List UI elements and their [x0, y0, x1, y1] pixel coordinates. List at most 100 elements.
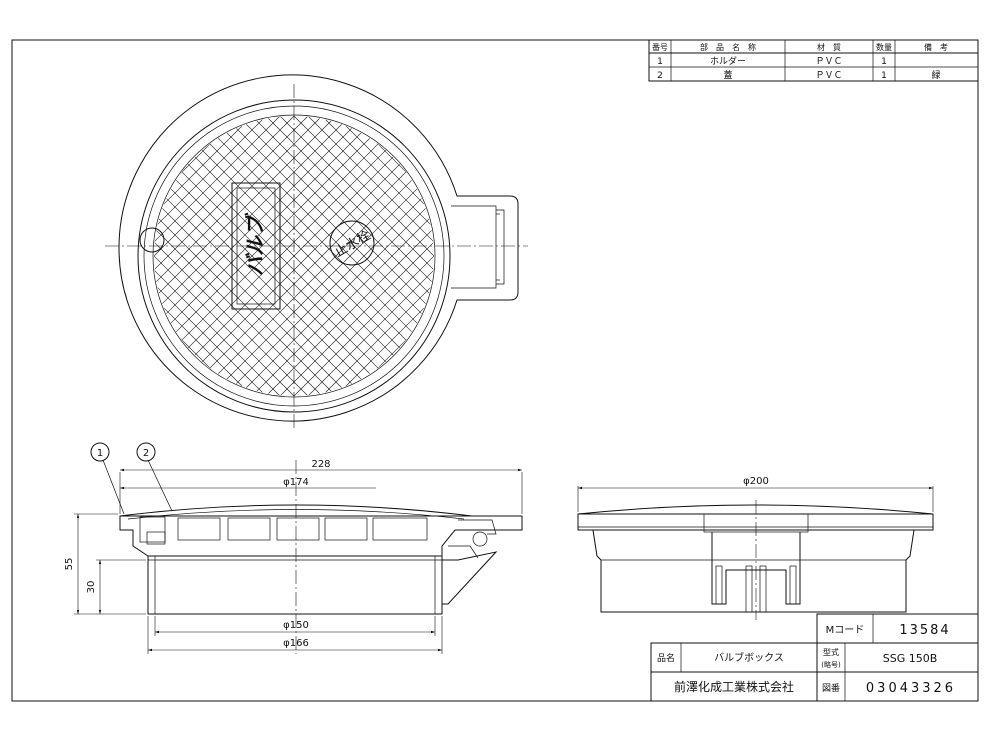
col-number: 番号: [652, 42, 668, 52]
parts-table: 番号 部 品 名 称 材 質 数量 備 考 1 ホルダー ＰＶＣ 1 2 蓋 Ｐ…: [648, 39, 979, 82]
lattice-line: [329, 116, 434, 396]
lattice-line: [273, 116, 434, 396]
col-part-name: 部 品 名 称: [700, 42, 756, 52]
lattice-line: [154, 116, 357, 396]
lattice-line: [427, 116, 434, 396]
row1-part-name: ホルダー: [710, 55, 746, 67]
model-value: SSG 150B: [883, 652, 938, 665]
lattice-line: [329, 116, 434, 396]
lattice-line: [154, 116, 273, 396]
lattice-line: [154, 116, 189, 396]
row1-quantity: 1: [881, 57, 887, 67]
col-material: 材 質: [817, 42, 841, 52]
lattice-line: [301, 116, 434, 396]
lattice-line: [315, 116, 434, 396]
lattice-line: [413, 116, 434, 396]
lattice-line: [413, 116, 434, 396]
lattice-line: [154, 116, 371, 396]
lattice-line: [154, 116, 259, 396]
dim-dia-200: φ200: [743, 476, 769, 487]
model-label: 型式: [823, 647, 839, 657]
top-view: 止水栓 バルブ: [0, 74, 762, 428]
lattice-line: [154, 116, 189, 396]
lattice-line: [175, 116, 434, 396]
lattice-line: [442, 96, 762, 416]
dim-dia-166: φ166: [283, 638, 309, 649]
lattice-line: [154, 116, 399, 396]
lattice-line: [231, 116, 434, 396]
drawing-number: 03043326: [866, 681, 956, 696]
row2-quantity: 1: [881, 71, 887, 81]
lattice-line: [154, 116, 301, 396]
row2-remarks: 緑: [931, 69, 940, 81]
lattice-line: [154, 116, 217, 396]
lattice-line: [154, 116, 203, 396]
parts-table-row: 1 ホルダー ＰＶＣ 1: [657, 55, 887, 67]
lattice-line: [259, 116, 434, 396]
lattice-line: [154, 116, 287, 396]
mcode-value: 13584: [899, 623, 950, 638]
drawing-border: [11, 39, 979, 702]
row1-number: 1: [657, 57, 663, 67]
lattice-line: [154, 116, 231, 396]
lattice-line: [273, 116, 434, 396]
product-label: 品名: [657, 652, 675, 664]
lattice-line: [154, 116, 315, 396]
lattice-line: [154, 116, 385, 396]
lattice-line: [315, 116, 434, 396]
lattice-line: [154, 116, 273, 396]
company-name: 前澤化成工業株式会社: [674, 679, 794, 694]
lattice-line: [0, 96, 146, 416]
lattice-line: [399, 116, 434, 396]
lattice-line: [154, 116, 217, 396]
lattice-line: [203, 116, 434, 396]
lattice-line: [154, 116, 259, 396]
lattice-line: [0, 96, 146, 416]
row1-material: ＰＶＣ: [815, 57, 842, 67]
lattice-line: [399, 116, 434, 396]
body-tube: [147, 556, 443, 615]
lattice-line: [154, 116, 175, 396]
lattice-line: [154, 116, 301, 396]
dim-width: 228: [311, 459, 330, 470]
knob-label: 止水栓: [332, 228, 373, 260]
mcode-label: Mコード: [826, 625, 865, 636]
lattice-line: [287, 116, 434, 396]
dim-height-lower: 30: [86, 581, 97, 594]
lid-diamond-pattern: [0, 96, 762, 416]
dim-dia-174: φ174: [283, 477, 309, 488]
side-section-view: 1 2: [64, 442, 523, 654]
row2-material: ＰＶＣ: [815, 71, 842, 81]
lattice-line: [154, 116, 245, 396]
row2-number: 2: [657, 71, 663, 81]
lattice-line: [442, 96, 762, 416]
finger-notch: [139, 227, 165, 253]
model-sub-label: (略号): [821, 660, 841, 669]
balloon-1: 1: [90, 442, 125, 515]
lattice-line: [301, 116, 434, 396]
parts-table-row: 2 蓋 ＰＶＣ 1 緑: [657, 69, 940, 81]
dim-dia-150: φ150: [283, 620, 309, 631]
lattice-line: [287, 116, 434, 396]
drawing-number-label: 図番: [822, 682, 840, 694]
row2-part-name: 蓋: [723, 69, 732, 81]
col-remarks: 備 考: [924, 42, 948, 52]
lattice-line: [154, 116, 329, 396]
svg-text:1: 1: [97, 448, 103, 459]
lattice-line: [154, 116, 287, 396]
col-quantity: 数量: [876, 42, 892, 52]
lattice-line: [154, 116, 343, 396]
lattice-line: [154, 116, 161, 396]
lattice-line: [189, 116, 434, 396]
dim-height: 55: [64, 558, 75, 571]
balloon-2: 2: [136, 442, 173, 512]
lattice-line: [154, 116, 413, 396]
lattice-line: [154, 116, 175, 396]
product-name: バルブボックス: [714, 651, 784, 664]
lattice-line: [154, 116, 315, 396]
svg-text:2: 2: [143, 448, 149, 459]
lattice-line: [154, 116, 161, 396]
valve-knob: [329, 220, 375, 266]
holder-flange: [119, 515, 523, 557]
